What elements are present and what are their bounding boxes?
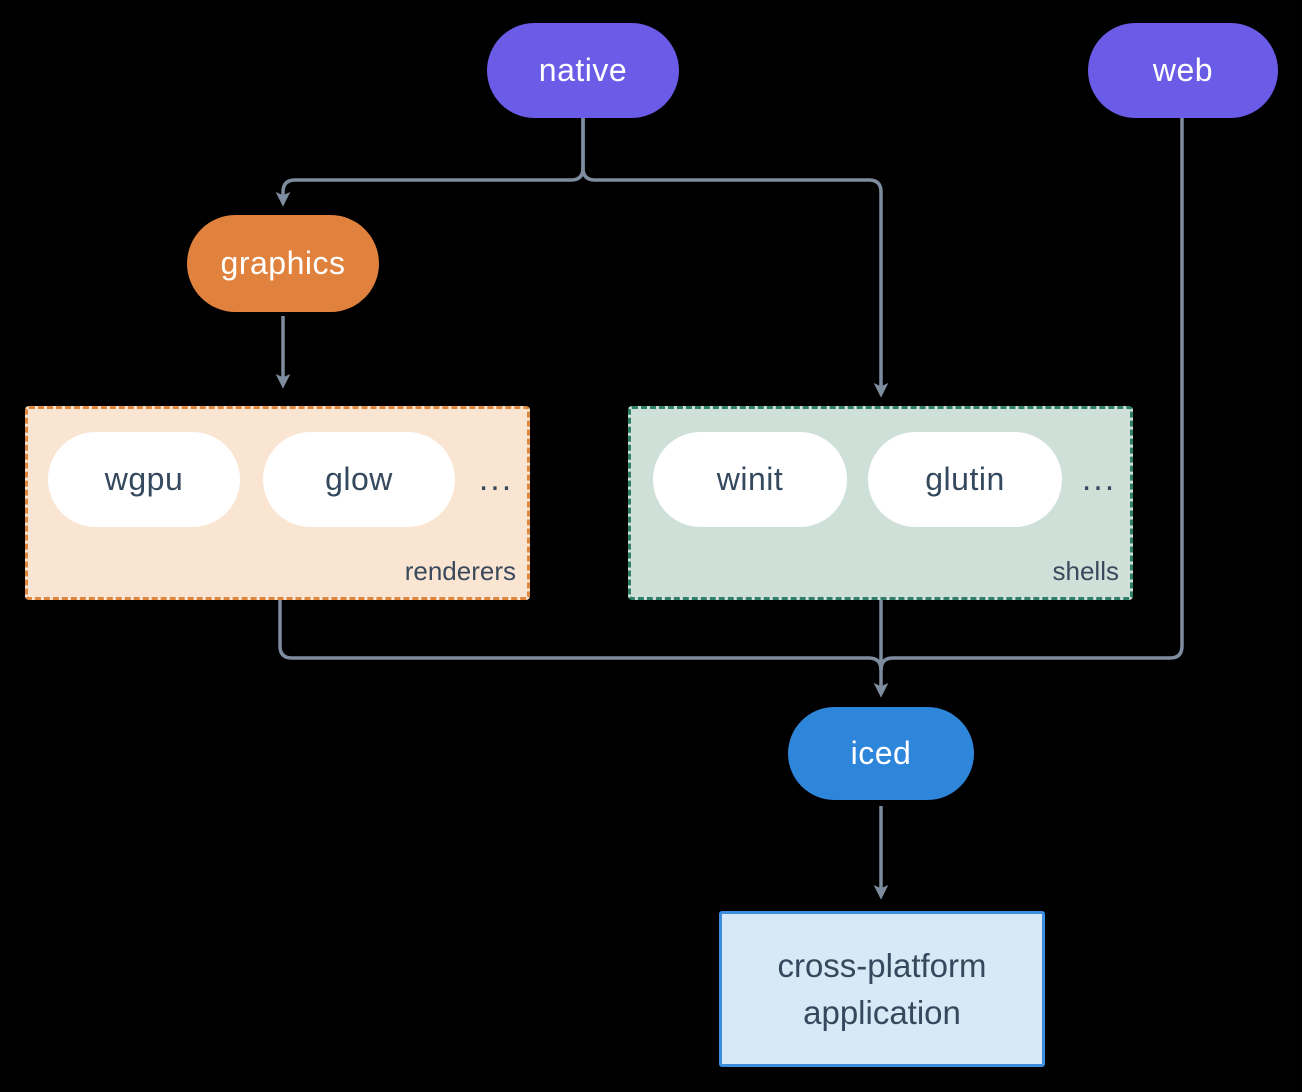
application-label-line1: cross-platform — [777, 947, 987, 984]
node-wgpu: wgpu — [48, 432, 240, 527]
edge-renderers-to-junction — [278, 600, 883, 671]
renderers-ellipsis: ... — [478, 460, 514, 498]
node-cross-platform-application: cross-platform application — [719, 911, 1045, 1067]
edge-native-to-graphics — [275, 118, 585, 207]
node-glutin: glutin — [868, 432, 1062, 527]
node-glutin-label: glutin — [925, 461, 1005, 497]
group-renderers: wgpu glow ... renderers — [25, 406, 530, 600]
group-shells: winit glutin ... shells — [628, 406, 1133, 600]
node-wgpu-label: wgpu — [104, 461, 184, 497]
node-iced-label: iced — [850, 735, 912, 771]
node-native-label: native — [538, 52, 628, 88]
node-graphics: graphics — [187, 215, 379, 312]
node-winit: winit — [653, 432, 847, 527]
node-native: native — [487, 23, 679, 118]
node-web-label: web — [1152, 52, 1214, 88]
node-graphics-label: graphics — [220, 245, 346, 281]
shells-ellipsis: ... — [1081, 460, 1117, 498]
application-label-line2: application — [803, 994, 961, 1031]
edge-native-to-shells — [581, 118, 889, 398]
node-iced: iced — [788, 707, 974, 800]
shells-group-label: shells — [1052, 556, 1119, 586]
node-web: web — [1088, 23, 1278, 118]
node-winit-label: winit — [716, 461, 784, 497]
renderers-group-label: renderers — [404, 556, 516, 586]
node-glow: glow — [263, 432, 455, 527]
node-glow-label: glow — [325, 461, 393, 497]
